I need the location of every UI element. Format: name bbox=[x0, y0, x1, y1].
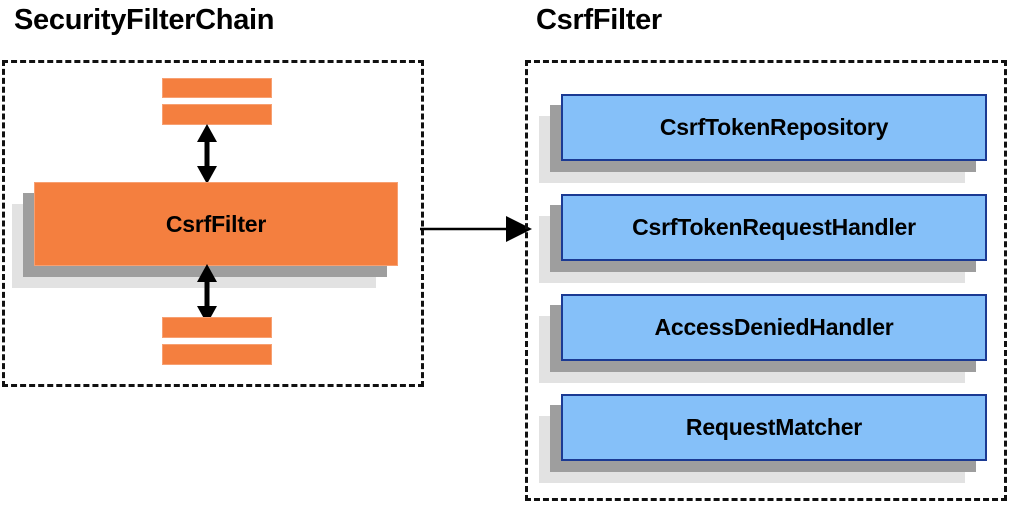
collaborator-box-csrf-token-repository[interactable]: CsrfTokenRepository bbox=[539, 94, 987, 183]
csrf-filter-face[interactable]: CsrfFilter bbox=[34, 182, 398, 266]
csrf-filter-box[interactable]: CsrfFilter bbox=[12, 182, 398, 288]
collaborator-face[interactable]: AccessDeniedHandler bbox=[561, 294, 987, 361]
panel-title-security-filter-chain: SecurityFilterChain bbox=[14, 4, 275, 36]
collaborator-label: RequestMatcher bbox=[685, 414, 863, 440]
collaborator-face[interactable]: CsrfTokenRepository bbox=[561, 94, 987, 161]
csrf-filter-label: CsrfFilter bbox=[165, 210, 267, 237]
double-arrow-bottom-icon bbox=[197, 264, 217, 324]
collaborator-face[interactable]: CsrfTokenRequestHandler bbox=[561, 194, 987, 261]
collaborator-face[interactable]: RequestMatcher bbox=[561, 394, 987, 461]
filter-bar-above-1 bbox=[162, 78, 272, 98]
collaborator-box-csrf-token-request-handler[interactable]: CsrfTokenRequestHandler bbox=[539, 194, 987, 283]
collaborator-label: AccessDeniedHandler bbox=[654, 314, 894, 340]
connector-arrow-right-icon bbox=[420, 216, 532, 242]
collaborator-box-request-matcher[interactable]: RequestMatcher bbox=[539, 394, 987, 483]
security-filter-chain-container bbox=[2, 60, 424, 387]
filter-bar-below-1 bbox=[162, 317, 272, 338]
filter-bar-above-2 bbox=[162, 104, 272, 125]
filter-bar-below-2 bbox=[162, 344, 272, 365]
panel-title-csrf-filter: CsrfFilter bbox=[536, 4, 662, 36]
double-arrow-top-icon bbox=[197, 124, 217, 184]
csrf-filter-collaborators-container bbox=[525, 60, 1007, 501]
collaborator-label: CsrfTokenRequestHandler bbox=[632, 214, 916, 240]
collaborator-box-access-denied-handler[interactable]: AccessDeniedHandler bbox=[539, 294, 987, 383]
collaborator-label: CsrfTokenRepository bbox=[659, 114, 889, 140]
